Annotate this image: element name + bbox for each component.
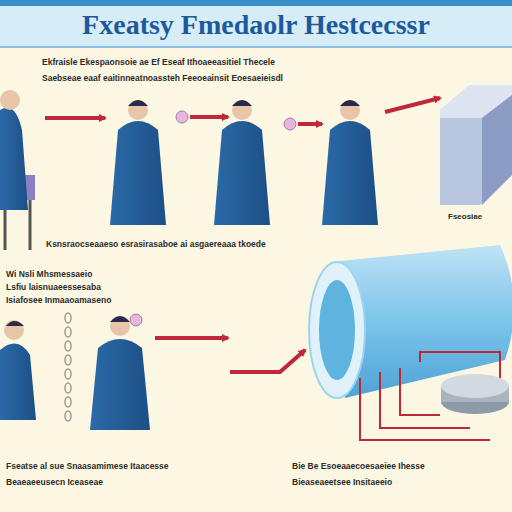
note-text: Lsfiu laisnuaeessesaba [6, 283, 101, 293]
note-text: Wi Nsli Mhsmessaeio [6, 270, 92, 280]
note-text: Bieaseaeetsee Insitaeeio [292, 478, 392, 488]
note-text: Fseatse al sue Snaasamimese Itaacesse [6, 462, 169, 472]
note-text: Ksnsraocseaaeso esrasirasaboe ai asgaere… [46, 240, 266, 250]
title: Fxeatsy Fmedaolr Hestcecssr [82, 9, 430, 41]
note-text: Saebseae eaaf eaitinneatnoassteh Feeoeai… [42, 74, 283, 84]
note-text: Bie Be Esoeaaecoesaeiee Ihesse [292, 462, 425, 472]
note-text: Isiafosee Inmaaoamaseno [6, 296, 111, 306]
note-text: Ekfraisle Ekespaonsoie ae Ef Eseaf Ithoa… [42, 58, 275, 68]
note-text: Beaeaeeusecn Iceaseae [6, 478, 103, 488]
note-text: Fseosiae [448, 212, 482, 221]
